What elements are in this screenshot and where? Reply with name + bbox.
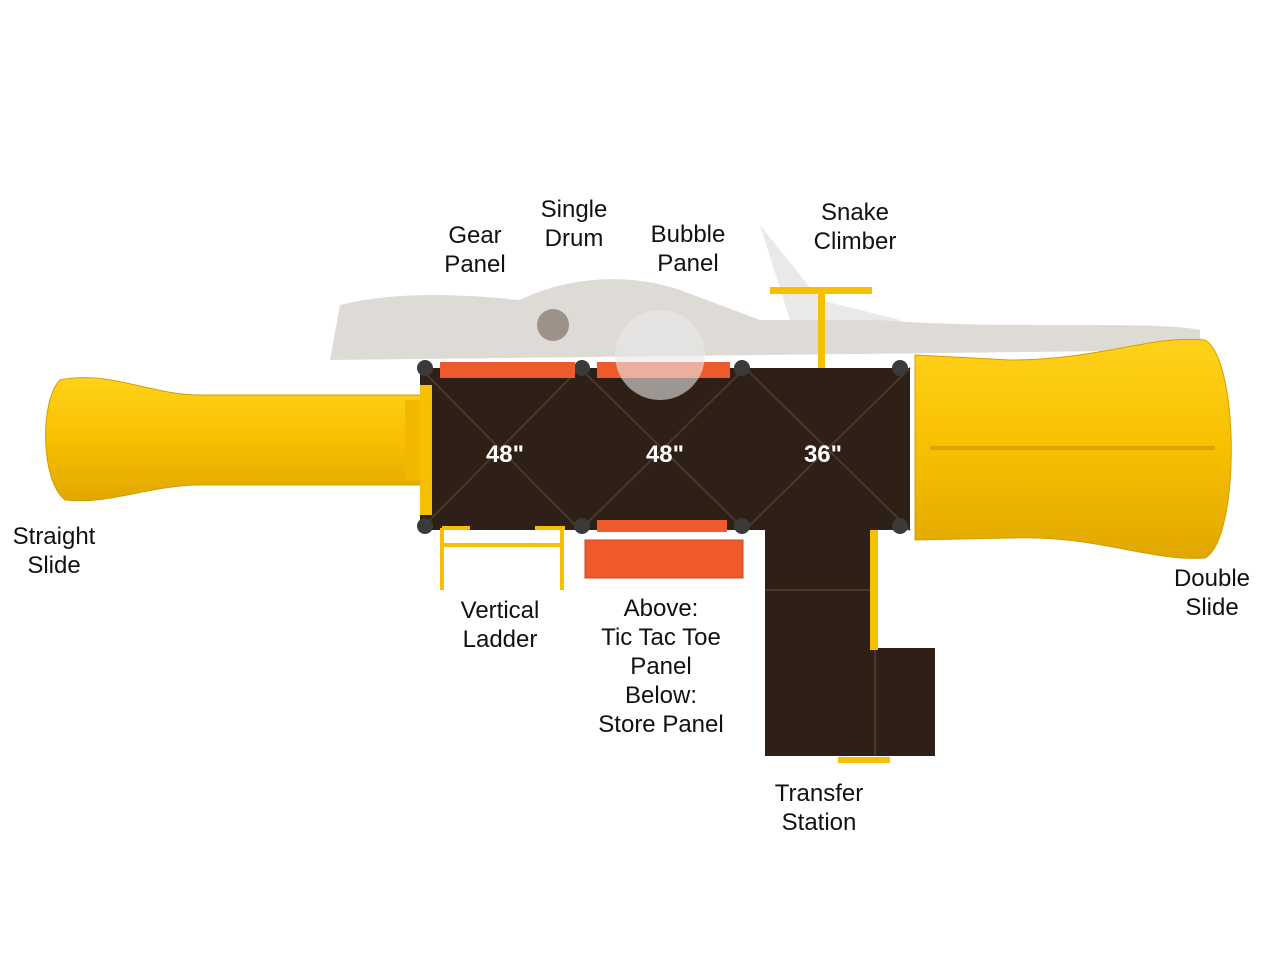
label-line: Climber: [813, 228, 897, 255]
label-line: Panel: [657, 250, 719, 277]
label-line: Slide: [27, 552, 81, 579]
label-line: Bubble: [650, 221, 726, 248]
label-line: Single: [540, 196, 608, 223]
straight-slide: [45, 377, 427, 502]
gear-panel: [440, 362, 575, 378]
tic-tac-toe-panel: [584, 520, 744, 579]
vertical-ladder: [440, 526, 565, 590]
label-line: Below:: [624, 682, 698, 709]
label-line: Straight: [12, 523, 96, 550]
label-line: Ladder: [462, 626, 538, 653]
label-line: Store Panel: [598, 711, 724, 738]
label-line: Panel: [630, 653, 692, 680]
label-line: Drum: [544, 225, 604, 252]
deck-height-2: 48": [645, 441, 685, 468]
label-line: Slide: [1185, 594, 1239, 621]
bubble-dome: [615, 310, 705, 400]
label-line: Gear: [448, 222, 502, 249]
deck-height-3: 36": [803, 441, 843, 468]
double-slide: [914, 338, 1232, 559]
label-line: Transfer: [774, 780, 864, 807]
deck-height-1: 48": [485, 441, 525, 468]
label-line: Station: [781, 809, 857, 836]
label-line: Double: [1173, 565, 1251, 592]
label-line: Tic Tac Toe: [601, 624, 721, 651]
label-line: Vertical: [460, 597, 540, 624]
label-line: Snake: [820, 199, 890, 226]
single-drum: [537, 309, 569, 341]
label-line: Above:: [623, 595, 699, 622]
transfer-station: [765, 530, 935, 763]
label-line: Panel: [444, 251, 506, 278]
